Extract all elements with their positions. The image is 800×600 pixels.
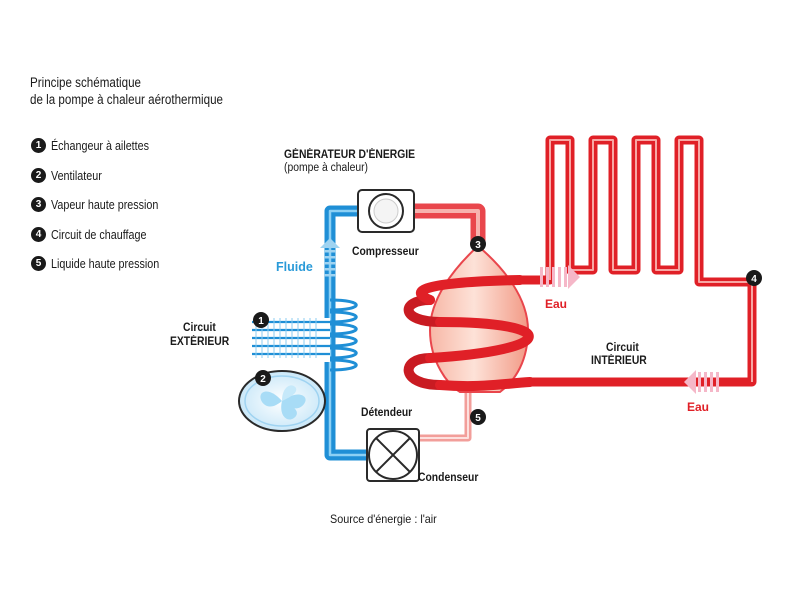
refrigerant-hot-side <box>412 203 486 442</box>
condenser-coil <box>403 275 535 392</box>
water-return-arrow-icon <box>684 370 719 394</box>
compressor-label: Compresseur <box>352 246 419 258</box>
energy-source-caption: Source d'énergie : l'air <box>330 512 437 526</box>
marker-3: 3 <box>470 236 486 252</box>
marker-3-label: 3 <box>475 240 481 251</box>
legend-item: 3 Vapeur haute pression <box>31 197 177 228</box>
legend-number: 2 <box>31 167 46 183</box>
fluid-label: Fluide <box>276 260 313 274</box>
water-in-arrow-icon <box>540 265 580 289</box>
water-label-top: Eau <box>545 297 568 311</box>
external-circuit-label-1: Circuit <box>183 322 216 334</box>
legend-number: 3 <box>31 197 46 212</box>
legend-item: 4 Circuit de chauffage <box>31 226 177 258</box>
heating-circuit <box>515 135 757 387</box>
legend: 1 Échangeur à ailettes 2 Ventilateur 3 Vape… <box>31 138 177 287</box>
generator-title: GÉNÉRATEUR D'ÉNERGIE <box>284 149 416 161</box>
hot-pipe-top-inner <box>412 209 480 246</box>
coil-front-2 <box>425 317 534 363</box>
external-circuit-label-2: EXTÉRIEUR <box>170 336 230 348</box>
legend-item: 2 Ventilateur <box>31 167 177 199</box>
legend-label: Circuit de chauffage <box>51 227 147 242</box>
internal-circuit-label-1: Circuit <box>606 342 639 354</box>
legend-number: 4 <box>31 226 46 242</box>
legend-number: 1 <box>31 138 46 153</box>
legend-label: Liquide haute pression <box>51 257 160 271</box>
legend-item: 5 Liquide haute pression <box>31 256 177 287</box>
coil-front-3 <box>435 377 535 392</box>
hot-pipe-top <box>412 203 486 246</box>
fluid-flow-arrow-icon <box>320 238 340 277</box>
legend-label: Ventilateur <box>51 168 102 183</box>
compressor-icon <box>357 189 415 233</box>
legend-number: 5 <box>31 256 46 271</box>
legend-label: Échangeur à ailettes <box>51 139 150 153</box>
marker-5: 5 <box>470 409 486 425</box>
marker-2-label: 2 <box>260 374 266 385</box>
evaporator-coil <box>329 298 358 372</box>
coil-front-1 <box>415 275 525 305</box>
marker-5-label: 5 <box>475 413 481 424</box>
title-line-2: de la pompe à chaleur aérothermique <box>30 92 223 107</box>
diagram-title: Principe schématique de la pompe à chale… <box>30 74 223 108</box>
legend-label: Vapeur haute pression <box>51 198 159 212</box>
marker-4: 4 <box>746 270 762 286</box>
marker-2: 2 <box>255 370 271 386</box>
title-line-1: Principe schématique <box>30 75 142 90</box>
generator-subtitle: (pompe à chaleur) <box>284 162 368 174</box>
marker-1: 1 <box>253 312 269 328</box>
legend-item: 1 Échangeur à ailettes <box>31 138 177 169</box>
marker-1-label: 1 <box>258 316 264 327</box>
marker-4-label: 4 <box>751 274 757 285</box>
condenser-label: Condenseur <box>418 472 479 484</box>
heating-pipe-inner <box>549 139 753 382</box>
internal-circuit-label-2: INTÉRIEUR <box>591 355 647 367</box>
liquid-pipe-inner <box>418 385 469 439</box>
coil-back-2 <box>403 353 445 390</box>
expansion-valve-icon <box>366 428 420 482</box>
fan-icon <box>238 370 326 432</box>
water-label-bottom: Eau <box>687 400 710 414</box>
expansion-valve-label: Détendeur <box>361 407 413 419</box>
